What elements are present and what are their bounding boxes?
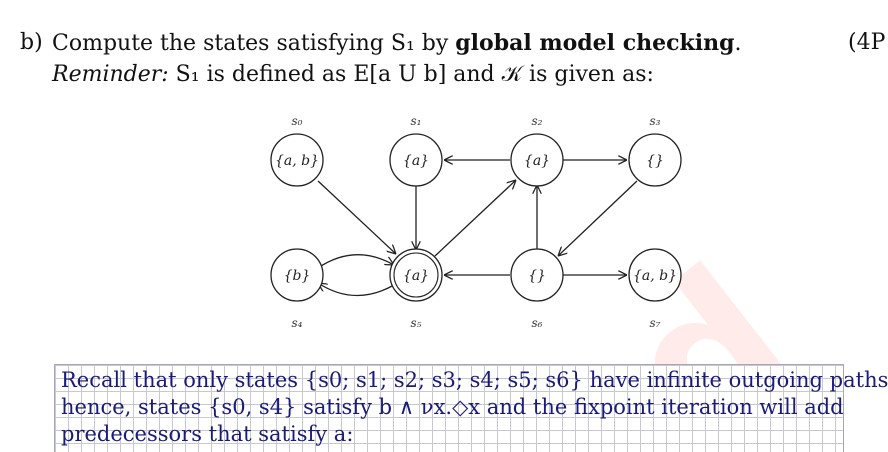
state-label: {a, b}: [633, 268, 677, 284]
question-text: Compute the states satisfying S₁ by glob…: [52, 30, 741, 56]
edge-s0-s5: [317, 180, 396, 254]
question-post: .: [734, 31, 742, 56]
state-label: {a}: [524, 153, 550, 169]
state-label: {a}: [403, 153, 429, 169]
answer-line: hence, states {s0, s4} satisfy b ∧ νx.◇x…: [61, 395, 844, 419]
state-s5: s₅ {a}: [389, 248, 443, 330]
state-label: {b}: [284, 268, 311, 284]
reminder-text: Reminder: S₁ is defined as E[a U b] and …: [52, 62, 654, 87]
state-name: s₆: [532, 316, 543, 330]
subtask-label: b): [20, 30, 43, 55]
state-s0: s₀ {a, b}: [270, 114, 324, 187]
state-name: s₂: [532, 114, 543, 128]
answer-box: Recall that only states {s0; s1; s2; s3;…: [54, 364, 888, 452]
question-pre: Compute the states satisfying S₁ by: [52, 31, 456, 56]
state-s3: s₃ {}: [628, 114, 682, 187]
edge-s5-s4: [318, 283, 395, 297]
state-s4: s₄ {b}: [270, 248, 324, 330]
question-bold: global model checking: [455, 30, 735, 56]
answer-line: predecessors that satisfy a:: [61, 422, 354, 446]
state-name: s₀: [292, 114, 303, 128]
state-name: s₅: [411, 316, 422, 330]
state-label: {a}: [403, 268, 429, 284]
state-s1: s₁ {a}: [389, 114, 443, 187]
reminder-body: S₁ is defined as E[a U b] and 𝒦 is given…: [168, 62, 654, 87]
answer-text: Recall that only states {s0; s1; s2; s3;…: [61, 367, 888, 448]
state-s6: s₆ {}: [510, 248, 564, 330]
edge-s5-s2: [434, 180, 516, 257]
points-label: (4P: [848, 30, 886, 55]
state-name: s₃: [650, 114, 661, 128]
answer-line: Recall that only states {s0; s1; s2; s3;…: [61, 368, 888, 392]
state-label: {}: [646, 153, 664, 169]
state-name: s₁: [411, 114, 422, 128]
state-label: {}: [528, 268, 546, 284]
edge-s4-s5: [317, 254, 394, 269]
reminder-lead: Reminder:: [52, 62, 169, 87]
state-name: s₇: [650, 316, 661, 330]
state-name: s₄: [292, 316, 303, 330]
state-s2: s₂ {a}: [510, 114, 564, 187]
state-s7: s₇ {a, b}: [628, 248, 682, 330]
edge-s3-s6: [558, 180, 638, 256]
state-label: {a, b}: [275, 153, 319, 169]
